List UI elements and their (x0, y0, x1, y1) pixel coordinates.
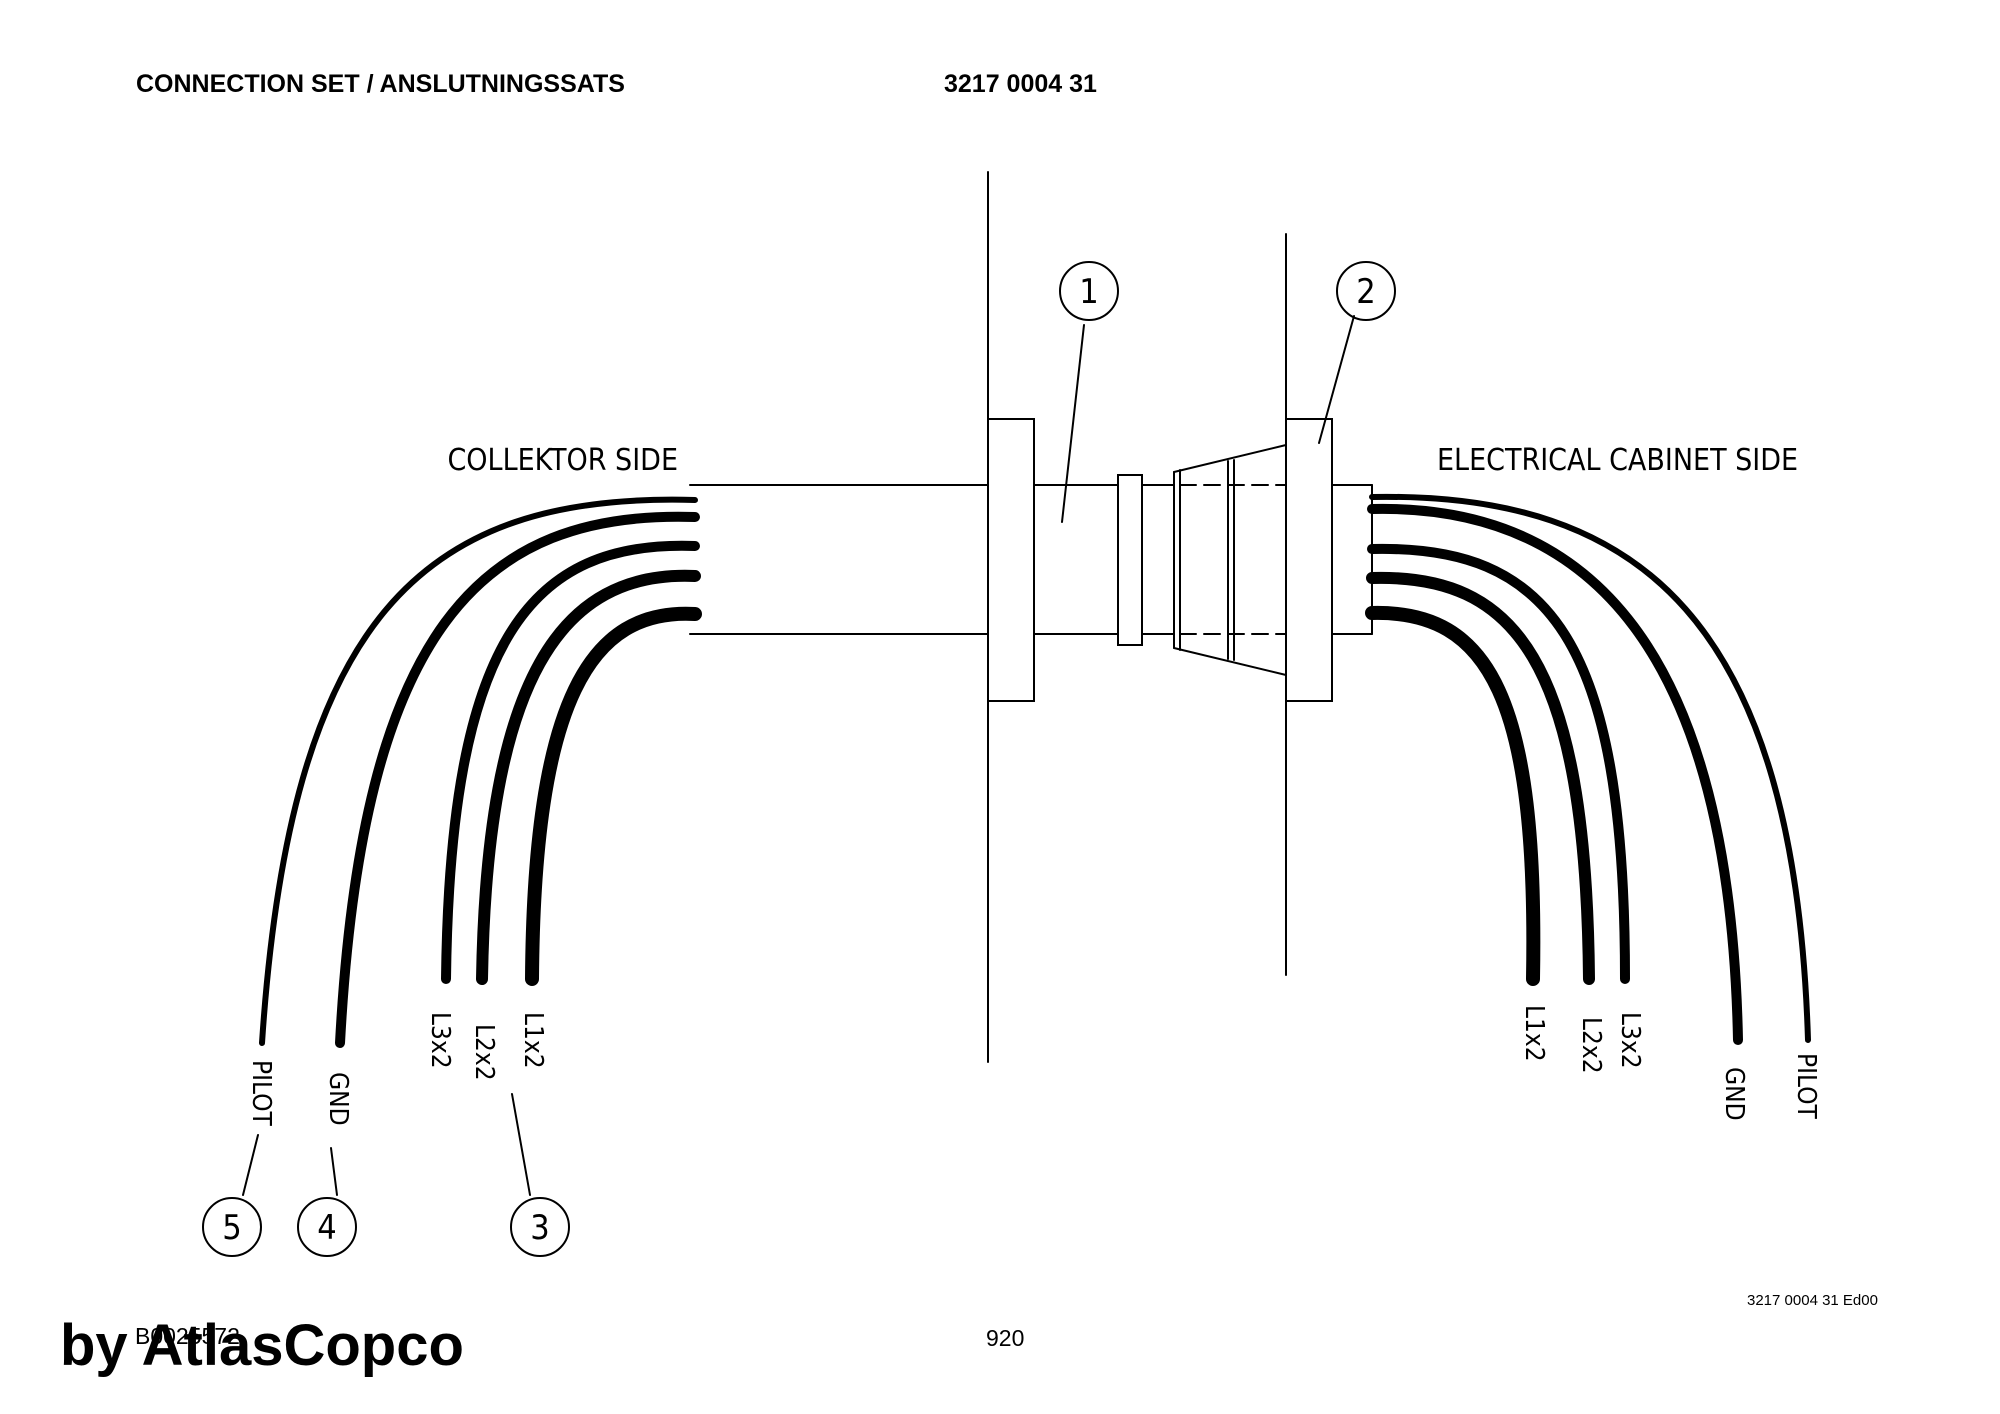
callout-circle-5 (202, 1197, 262, 1257)
callout-5: 5 (222, 1208, 241, 1248)
callout-3: 3 (530, 1208, 549, 1248)
wire-label-left-l3x2: L3x2 (425, 1012, 455, 1069)
wire-label-left-pilot: PILOT (246, 1060, 276, 1127)
wire-right-pilot (1369, 493, 1811, 1043)
wire-left-gnd (335, 511, 700, 1048)
page-number: 920 (986, 1325, 1025, 1351)
wire-left-l3x2 (441, 540, 700, 984)
wire-left-pilot (259, 496, 698, 1046)
wire-label-left-l2x2: L2x2 (469, 1024, 499, 1081)
callout-1: 1 (1079, 272, 1098, 312)
callout-circle-4 (297, 1197, 357, 1257)
wire-right-l2x2 (1366, 571, 1595, 985)
wire-label-left-l1x2: L1x2 (518, 1012, 548, 1069)
watermark: by AtlasCopco (60, 1313, 464, 1378)
wire-label-left-gnd: GND (323, 1072, 353, 1126)
callout-2: 2 (1356, 272, 1375, 312)
flange-right (1285, 418, 1333, 702)
flange-left (987, 418, 1035, 702)
wire-label-right-gnd: GND (1719, 1067, 1749, 1121)
wire-label-right-pilot: PILOT (1791, 1053, 1821, 1120)
document-reference: 3217 0004 31 Ed00 (1747, 1292, 1878, 1309)
wire-left-l2x2 (476, 569, 701, 985)
cabinet-side-label: ELECTRICAL CABINET SIDE (1437, 443, 1798, 478)
callout-4: 4 (317, 1208, 336, 1248)
part-number: 3217 0004 31 (944, 70, 1097, 98)
wire-label-right-l1x2: L1x2 (1519, 1005, 1549, 1062)
wire-right-l3x2 (1367, 543, 1630, 984)
wire-left-l1x2 (525, 606, 702, 986)
wire-label-right-l3x2: L3x2 (1615, 1012, 1645, 1069)
wire-right-l1x2 (1365, 605, 1541, 986)
callout-circle-1 (1059, 261, 1119, 321)
wire-label-right-l2x2: L2x2 (1576, 1017, 1606, 1074)
callout-circle-3 (510, 1197, 570, 1257)
drawing-id: B0025572 (135, 1323, 240, 1349)
wire-right-gnd (1367, 503, 1743, 1045)
page-title: CONNECTION SET / ANSLUTNINGSSATS (136, 70, 625, 98)
collector-side-label: COLLEKTOR SIDE (447, 443, 678, 478)
callout-circle-2 (1336, 261, 1396, 321)
